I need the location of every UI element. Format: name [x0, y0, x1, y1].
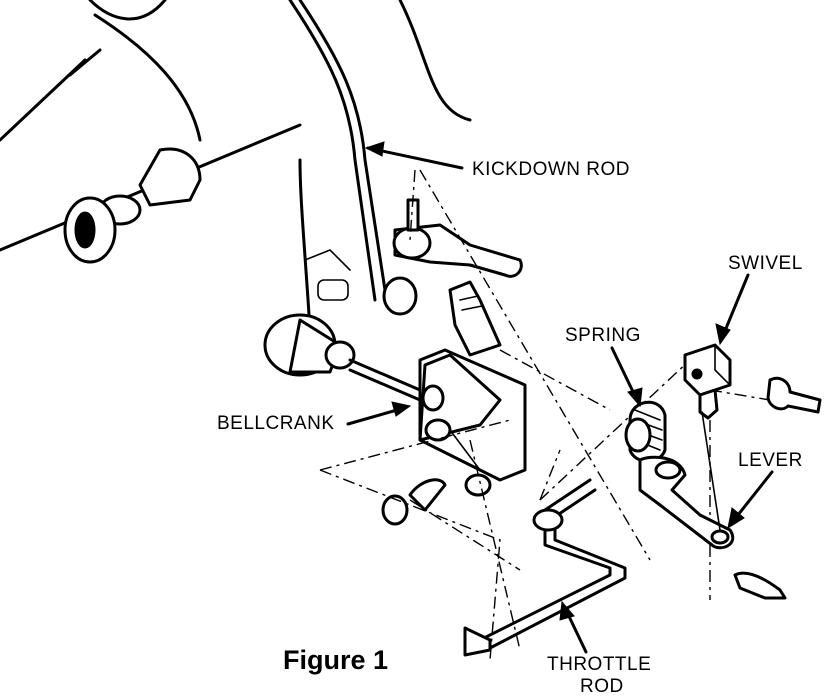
label-bellcrank: BELLCRANK	[217, 413, 335, 434]
side-fitting	[63, 147, 202, 264]
spring-part	[624, 400, 667, 463]
label-swivel: SWIVEL	[728, 253, 803, 274]
label-throttle-rod-line2: ROD	[580, 676, 624, 697]
bellcrank-assembly	[381, 348, 527, 526]
leader-arrows	[346, 141, 774, 654]
label-lever: LEVER	[738, 450, 803, 471]
throttle-rod-part	[463, 478, 627, 657]
lever-part	[638, 411, 735, 550]
throttle-cable	[263, 313, 422, 402]
label-kickdown-rod: KICKDOWN ROD	[472, 159, 630, 180]
label-throttle-rod-line1: THROTTLE	[547, 654, 652, 675]
carb-lever	[448, 280, 502, 357]
figure-caption: Figure 1	[283, 645, 389, 675]
assembly-guides	[319, 169, 771, 661]
label-spring: SPRING	[565, 325, 641, 346]
swivel-part	[683, 343, 732, 420]
kickdown-bracket	[382, 198, 523, 316]
screw-part	[766, 376, 822, 414]
clip-part	[733, 571, 787, 600]
